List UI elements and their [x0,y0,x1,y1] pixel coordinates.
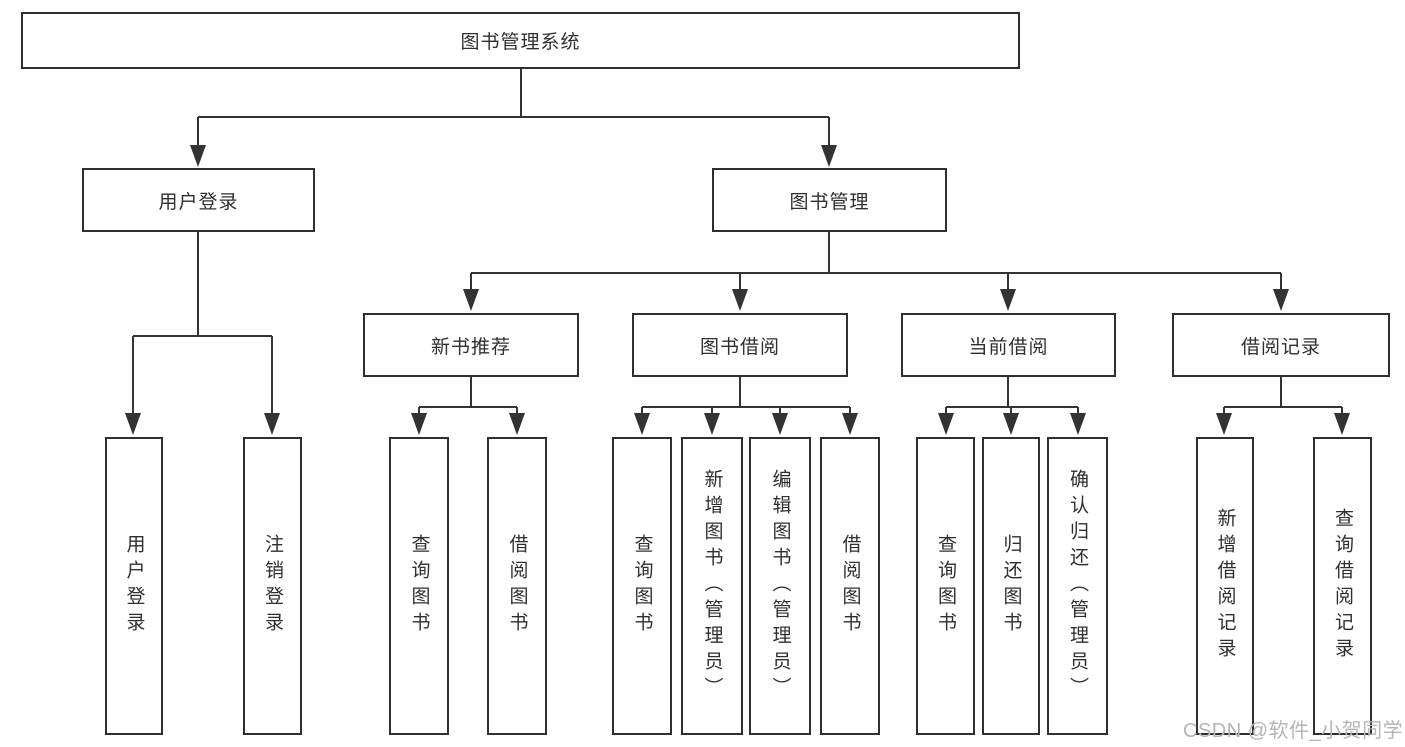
connector-user-login-to-leaves [125,232,280,435]
node-book-management: 图书管理 [712,168,947,232]
arrow-down-icon [1334,413,1350,435]
leaf-current-return-books: 归还图书 [982,437,1040,735]
arrow-down-icon [125,413,141,435]
node-user-login: 用户登录 [82,168,315,232]
connector-new-book-recommend-to-leaves [411,377,525,435]
leaf-current-query-books: 查询图书 [916,437,975,735]
node-book-borrow: 图书借阅 [632,313,848,377]
leaf-current-confirm-return-admin-label: 确认归还（管理员） [1067,469,1088,703]
arrow-down-icon [264,413,280,435]
leaf-record-query-borrow-record-label: 查询借阅记录 [1332,508,1353,664]
leaf-current-query-books-label: 查询图书 [935,534,956,638]
arrow-down-icon [509,413,525,435]
arrow-down-icon [634,413,650,435]
leaf-borrow-borrow-books-label: 借阅图书 [839,534,861,638]
leaf-current-return-books-label: 归还图书 [1000,534,1022,638]
leaf-newbook-query-books: 查询图书 [389,437,449,735]
connector-borrow-record-to-leaves [1216,377,1350,435]
arrow-down-icon [772,413,788,435]
leaf-borrow-edit-books-admin-label: 编辑图书（管理员） [769,469,791,703]
leaf-user-login-label: 用户登录 [123,534,145,638]
csdn-watermark: CSDN @软件_小贺同学 [1183,720,1404,742]
leaf-record-add-borrow-record: 新增借阅记录 [1196,437,1254,735]
leaf-borrow-borrow-books: 借阅图书 [820,437,880,735]
leaf-newbook-borrow-books: 借阅图书 [487,437,547,735]
node-book-borrow-label: 图书借阅 [699,336,780,358]
arrow-down-icon [842,413,858,435]
connector-book-management-to-level3 [463,232,1289,311]
arrow-down-icon [190,145,206,167]
node-current-borrow-label: 当前借阅 [968,336,1049,358]
arrow-down-icon [938,413,954,435]
leaf-borrow-add-books-admin: 新增图书（管理员） [681,437,743,735]
leaf-borrow-query-books-label: 查询图书 [631,534,653,638]
node-book-management-label: 图书管理 [789,191,870,213]
connector-root-to-level2 [190,69,837,167]
node-new-book-recommend: 新书推荐 [363,313,579,377]
leaf-user-login: 用户登录 [105,437,163,735]
arrow-down-icon [732,289,748,311]
node-borrow-record: 借阅记录 [1172,313,1390,377]
leaf-record-query-borrow-record: 查询借阅记录 [1313,437,1372,735]
node-borrow-record-label: 借阅记录 [1240,336,1321,358]
arrow-down-icon [1273,289,1289,311]
arrow-down-icon [463,289,479,311]
arrow-down-icon [1216,413,1232,435]
node-root-label: 图书管理系统 [460,32,581,53]
arrow-down-icon [821,145,837,167]
node-root: 图书管理系统 [21,12,1020,69]
leaf-logout: 注销登录 [243,437,302,735]
node-current-borrow: 当前借阅 [901,313,1116,377]
arrow-down-icon [1003,413,1019,435]
leaf-borrow-query-books: 查询图书 [612,437,672,735]
arrow-down-icon [1000,289,1016,311]
leaf-newbook-query-books-label: 查询图书 [408,534,430,638]
node-user-login-label: 用户登录 [158,191,239,213]
leaf-borrow-add-books-admin-label: 新增图书（管理员） [701,469,723,703]
arrow-down-icon [1070,413,1086,435]
leaf-borrow-edit-books-admin: 编辑图书（管理员） [749,437,811,735]
arrow-down-icon [411,413,427,435]
node-new-book-recommend-label: 新书推荐 [430,336,511,358]
leaf-logout-label: 注销登录 [262,534,283,638]
leaf-record-add-borrow-record-label: 新增借阅记录 [1214,508,1236,664]
leaf-current-confirm-return-admin: 确认归还（管理员） [1047,437,1108,735]
connector-current-borrow-to-leaves [938,377,1086,435]
leaf-newbook-borrow-books-label: 借阅图书 [506,534,528,638]
connector-book-borrow-to-leaves [634,377,858,435]
arrow-down-icon [704,413,720,435]
